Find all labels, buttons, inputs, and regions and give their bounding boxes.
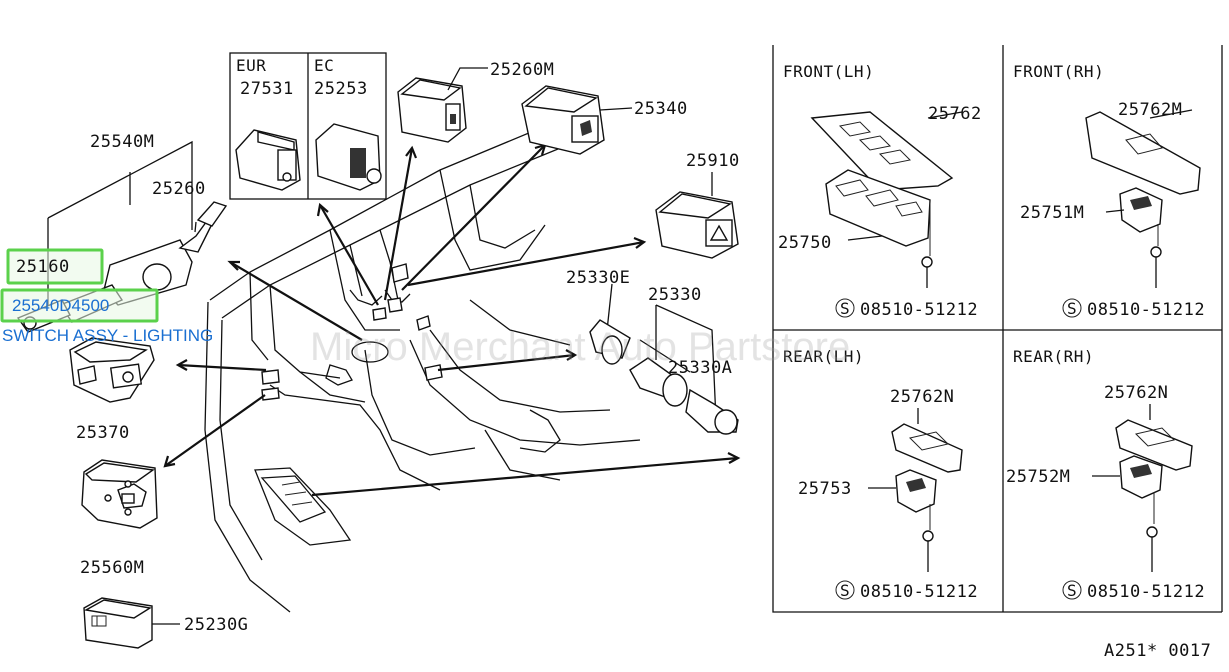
front-lh-part-25762: 25762 — [928, 104, 982, 124]
front-rh-part-25762m: 25762M — [1118, 100, 1182, 120]
panel-rear-rh: REAR(RH) 25762N 25752M S 08510-51212 — [1006, 347, 1205, 602]
part-25330-cigarette-lighter — [589, 283, 739, 435]
label-27531: 27531 — [240, 79, 294, 99]
label-25370: 25370 — [76, 423, 130, 443]
rear-rh-part-25752m: 25752M — [1006, 467, 1070, 487]
label-25230g: 25230G — [184, 615, 248, 635]
rear-rh-part-25762n: 25762N — [1104, 383, 1168, 403]
part-labels: 25540M 25260 25370 25560M 25230G 25260M … — [76, 56, 740, 635]
part-25560m-switch — [81, 459, 158, 529]
part-25910-switch — [655, 172, 739, 259]
label-25330: 25330 — [648, 285, 702, 305]
part-25340-switch — [521, 85, 633, 155]
hotspot-25160[interactable]: 25160 — [6, 248, 104, 285]
rear-lh-screw: 08510-51212 — [860, 582, 978, 602]
inset-ec-label: EC — [314, 56, 334, 75]
dashboard-outline — [204, 119, 641, 613]
label-25330a: 25330A — [668, 358, 732, 378]
label-25253: 25253 — [314, 79, 368, 99]
hotspot-25540d4500[interactable]: 25540D4500 — [0, 288, 159, 323]
panel-front-lh-title: FRONT(LH) — [783, 62, 874, 81]
rear-lh-screw-symbol: S — [840, 581, 850, 600]
label-25910: 25910 — [686, 151, 740, 171]
diagram-code: A251* 0017 — [1104, 641, 1211, 661]
part-25370-switch — [69, 337, 155, 403]
inset-eur-ec — [229, 52, 387, 200]
window-switch-panels: FRONT(LH) 25762 25750 S 08510-51212 FRON… — [772, 45, 1223, 613]
label-25340: 25340 — [634, 99, 688, 119]
part-name-tooltip: SWITCH ASSY - LIGHTING — [2, 326, 213, 345]
panel-rear-lh-title: REAR(LH) — [783, 347, 864, 366]
store-watermark: Micro Merchant Auto Partstore — [310, 325, 850, 369]
front-lh-screw-symbol: S — [840, 299, 850, 318]
panel-front-lh: FRONT(LH) 25762 25750 S 08510-51212 — [778, 62, 982, 320]
rear-rh-screw-symbol: S — [1067, 581, 1077, 600]
hotspot-25540d4500-label: 25540D4500 — [12, 296, 109, 315]
panel-front-rh: FRONT(RH) 25762M 25751M S 08510-51212 — [1013, 62, 1205, 320]
front-rh-part-25751m: 25751M — [1020, 203, 1084, 223]
label-25330e: 25330E — [566, 268, 630, 288]
inset-eur-label: EUR — [236, 56, 266, 75]
callout-arrows — [163, 143, 741, 497]
rear-rh-screw: 08510-51212 — [1087, 582, 1205, 602]
part-25230g-relay — [83, 597, 180, 649]
front-rh-screw-symbol: S — [1067, 299, 1077, 318]
front-rh-screw: 08510-51212 — [1087, 300, 1205, 320]
label-25540m: 25540M — [90, 132, 154, 152]
panel-rear-rh-title: REAR(RH) — [1013, 347, 1094, 366]
label-25560m: 25560M — [80, 558, 144, 578]
panel-rear-lh: REAR(LH) 25762N 25753 S 08510-51212 — [783, 347, 978, 602]
rear-lh-part-25762n: 25762N — [890, 387, 954, 407]
hotspot-25160-label: 25160 — [16, 257, 70, 277]
label-25260m: 25260M — [490, 60, 554, 80]
front-lh-part-25750: 25750 — [778, 233, 832, 253]
label-25260: 25260 — [152, 179, 206, 199]
part-25260m-switch — [397, 67, 488, 143]
front-lh-screw: 08510-51212 — [860, 300, 978, 320]
panel-front-rh-title: FRONT(RH) — [1013, 62, 1104, 81]
rear-lh-part-25753: 25753 — [798, 479, 852, 499]
